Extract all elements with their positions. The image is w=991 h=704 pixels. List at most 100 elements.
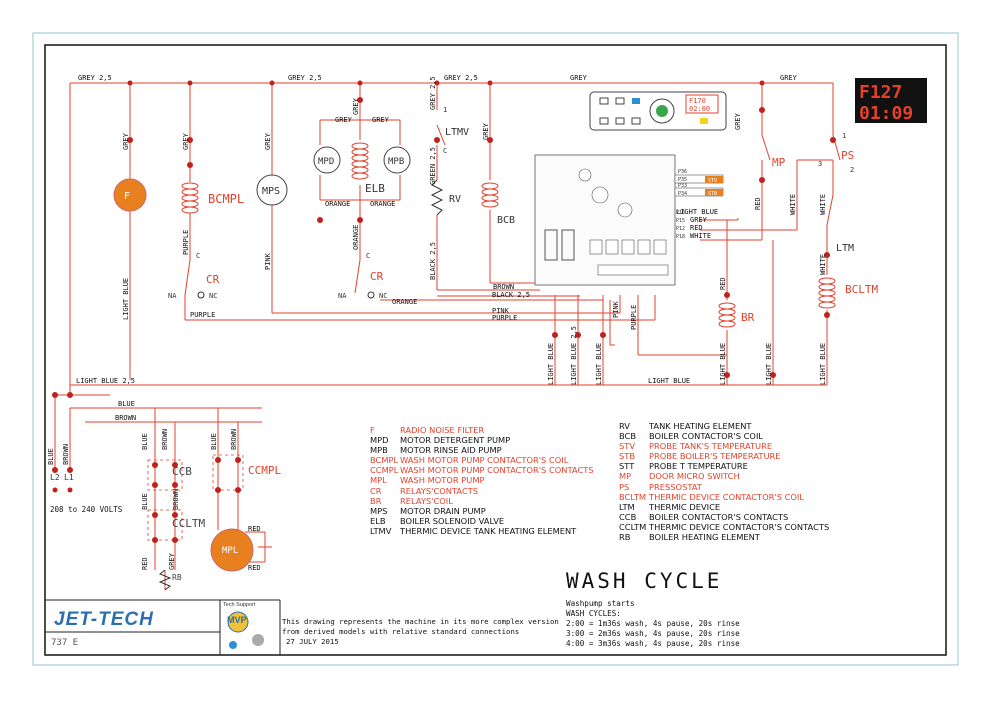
terminal-label: P35: [678, 177, 687, 183]
legend-text: BOILER CONTACTOR'S CONTACTS: [649, 511, 789, 522]
wire-label: GREY: [182, 132, 190, 150]
legend-key: BCLTM: [619, 491, 647, 502]
label-na-2: NA: [338, 292, 347, 300]
wire-label: PURPLE: [492, 314, 517, 322]
digital-display: [855, 78, 927, 123]
wire-label: RED: [248, 564, 261, 572]
wire-label: GREY: [570, 74, 588, 82]
ps-terminal-1: 1: [842, 132, 846, 140]
wire-label: RED: [719, 277, 727, 290]
legend-text: RELAYS'COIL: [400, 495, 453, 506]
wash-cycle-line: Washpump starts: [566, 599, 635, 608]
wire-label: RED: [248, 525, 261, 533]
legend-key: CCB: [619, 511, 637, 522]
label-rv: RV: [449, 194, 461, 205]
display-line2: 01:09: [859, 103, 913, 124]
wire-label: BLUE: [141, 493, 149, 510]
terminal-label: STV: [708, 178, 717, 184]
legend-text: PROBE T TEMPERATURE: [649, 461, 748, 472]
mvp-logo: MVP: [227, 615, 247, 625]
wire-label: PURPLE: [630, 305, 638, 330]
ps-terminal-2: 2: [850, 166, 854, 174]
legend-text: THERMIC DEVICE CONTACTOR'S COIL: [649, 491, 804, 502]
ltmv-terminal-1: 1: [443, 106, 447, 114]
display-line1: F127: [859, 82, 902, 103]
panel-display-line1: F170: [689, 97, 706, 105]
wire-label: GREEN 2,5: [429, 147, 437, 185]
wire-label: PINK: [612, 300, 620, 318]
wire-label: ORANGE: [352, 225, 360, 250]
wire-label: GREY: [264, 132, 272, 150]
legend-key: MPD: [370, 435, 389, 446]
label-mpd: MPD: [318, 157, 334, 167]
legend-text: MOTOR DRAIN PUMP: [400, 505, 486, 516]
wash-motor-pump: [210, 528, 254, 572]
legend-key: BCMPL: [370, 455, 399, 466]
wire-label: BLUE: [118, 400, 135, 408]
wire-label: BLACK 2,5: [492, 291, 530, 299]
components: [52, 78, 927, 591]
wire-label: BLACK 2,5: [429, 242, 437, 280]
legend-key: ELB: [370, 515, 386, 526]
wire-label: ORANGE: [325, 200, 350, 208]
wire-labels: GREY 2,5 GREY 2,5 GREY 2,5 GREY GREY GRE…: [50, 74, 798, 572]
wire-label: GREY: [372, 116, 390, 124]
wire-label: LIGHT BLUE 2,5: [76, 377, 135, 385]
wire-label: RED: [690, 224, 703, 232]
label-ccmpl: CCMPL: [248, 464, 281, 477]
wire-label: LIGHT BLUE: [765, 343, 773, 385]
label-mp: MP: [772, 156, 786, 169]
wire-label: BLUE: [141, 433, 149, 450]
wire-label: LIGHT BLUE: [547, 343, 555, 385]
terminal-label: P34: [678, 191, 687, 197]
legend-key: CCMPL: [370, 465, 399, 476]
wire-label: GREY 2,5: [78, 74, 112, 82]
wire-label: BROWN: [161, 429, 169, 450]
wash-cycle-line: 2:00 = 1m36s wash, 4s pause, 20s rinse: [566, 619, 740, 628]
wash-cycle-line: 3:00 = 2m36s wash, 4s pause, 20s rinse: [566, 629, 740, 638]
controller-board: [534, 154, 676, 286]
legend-key: LTMV: [370, 525, 392, 536]
terminal-label: P18: [676, 234, 685, 240]
wire-label: LIGHT BLUE: [122, 278, 130, 320]
legend-key: PS: [619, 481, 630, 492]
wire-label: GREY: [122, 132, 130, 150]
legend-key: RV: [619, 421, 630, 431]
legend-key: F: [370, 425, 375, 435]
legend-text: PROBE TANK'S TEMPERATURE: [649, 441, 773, 452]
terminal-label: P36: [678, 169, 687, 175]
label-ccb: CCB: [172, 465, 192, 478]
wire-label: BLUE: [210, 433, 218, 450]
wire-label: GREY: [335, 116, 353, 124]
component-labels: F BCMPL CR CR MPS MPD MPB ELB LTMV RV BC…: [50, 106, 878, 582]
terminal-label: P12: [676, 226, 685, 232]
legend-key: MPL: [370, 475, 387, 486]
wire-label: LIGHT BLUE: [819, 343, 827, 385]
wire-label: GREY: [690, 216, 708, 224]
label-l2: L2: [50, 473, 60, 482]
legend-text: WASH MOTOR PUMP CONTACTOR'S CONTACTS: [400, 465, 594, 476]
wire-label: LIGHT BLUE 2,5: [570, 326, 578, 385]
terminal-label: P15: [676, 218, 685, 224]
drawing-date: 27 JULY 2015: [286, 637, 339, 647]
radio-noise-filter: [113, 178, 147, 212]
legend-text: THERMIC DEVICE: [649, 501, 721, 512]
legend-key: CCLTM: [619, 521, 647, 532]
wire-label: BROWN: [172, 489, 180, 510]
legend-text: MOTOR RINSE AID PUMP: [400, 445, 502, 456]
legend-text: RELAYS'CONTACTS: [400, 485, 479, 496]
label-nc-2: NC: [379, 292, 387, 300]
